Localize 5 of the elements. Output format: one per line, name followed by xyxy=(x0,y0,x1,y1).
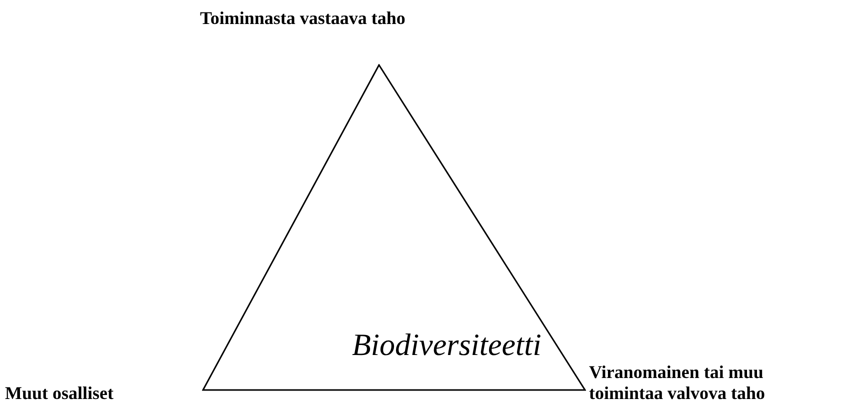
triangle-shape xyxy=(202,64,586,391)
corner-label: Muut osalliset xyxy=(5,383,114,404)
center-title: Biodiversiteetti xyxy=(352,327,542,363)
corner-label: Toiminnasta vastaava taho xyxy=(200,8,406,29)
corner-label: Viranomainen tai muu toimintaa valvova taho xyxy=(589,362,766,404)
